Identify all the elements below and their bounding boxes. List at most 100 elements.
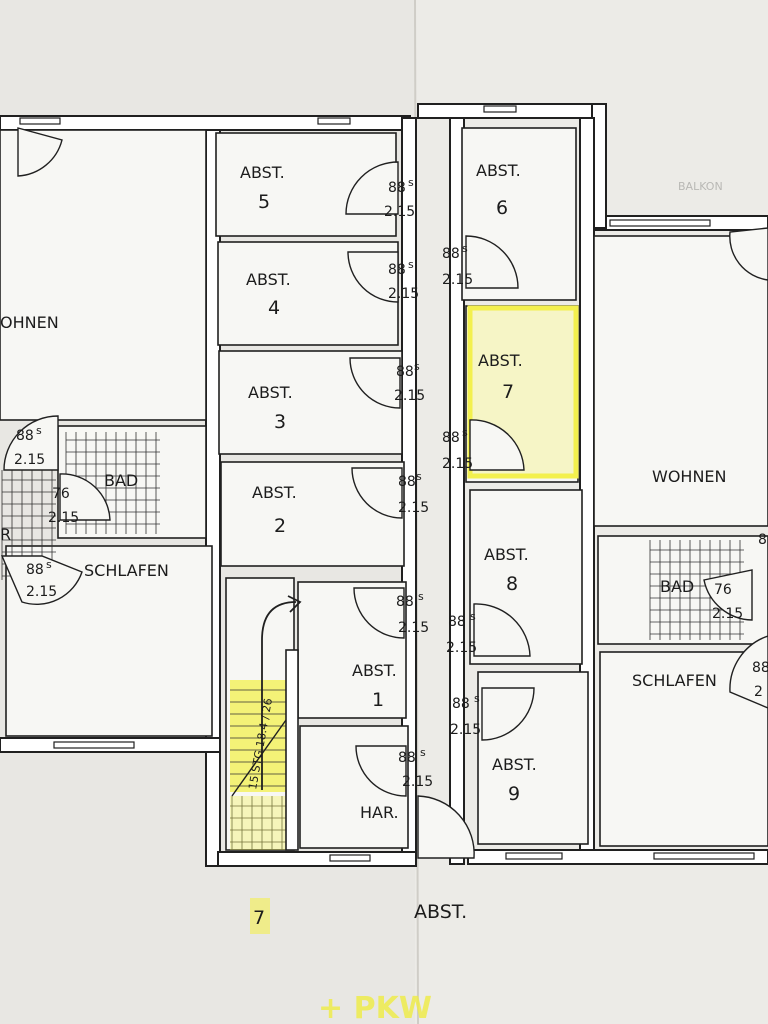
- abst-9-door-width: 2.15: [450, 722, 481, 738]
- abst-5-number: 5: [258, 191, 270, 213]
- door-swing-abst-5: [345, 161, 399, 215]
- window-8: [653, 852, 755, 860]
- stair-arrow-path: [261, 601, 297, 790]
- abst-3-name: ABST.: [248, 383, 293, 402]
- door-swing-right-top: [729, 227, 768, 281]
- caption-number-highlight: [250, 898, 270, 934]
- storage-room-labels: ABST. 5 ABST. 4 ABST. 3 ABST. 2 ABST. 1 …: [240, 161, 537, 805]
- door-swing-left-bath: [59, 473, 111, 521]
- left-bedroom-door-sup: s: [46, 558, 52, 571]
- abst-8-door-height: 88: [448, 614, 466, 630]
- abst-9-name: ABST.: [492, 755, 537, 774]
- apartment-labels: OHNEN WOHNEN BAD BAD SCHLAFEN SCHLAFEN H…: [0, 180, 727, 822]
- left-bath-label: BAD: [104, 471, 138, 490]
- stair-arrowhead: [287, 595, 302, 613]
- right-bedroom-label: SCHLAFEN: [632, 671, 717, 690]
- left-living-door-sup: s: [36, 424, 42, 437]
- abst-1-door-sup: s: [418, 590, 424, 603]
- right-edge-door-height: 8: [758, 532, 767, 548]
- abst-4-door-width: 2.15: [388, 286, 419, 302]
- right-bedroom-door-height: 88: [752, 660, 768, 676]
- staircase: [230, 595, 302, 851]
- abst-8-door-width: 2.15: [446, 640, 477, 656]
- door-swing-abst-1: [353, 587, 405, 639]
- door-swing-abst-6: [465, 235, 519, 289]
- abst-4-door-height: 88: [388, 262, 406, 278]
- left-living-door-height: 88: [16, 428, 34, 444]
- window-5: [53, 741, 135, 749]
- stair-highlight: [230, 680, 286, 792]
- abst-8-name: ABST.: [484, 545, 529, 564]
- storage-door-dimensions: 88 s 2.15 88 s 2.15 88 s 2.15 88 s 2.15 …: [384, 176, 481, 738]
- left-bedroom-label: SCHLAFEN: [84, 561, 169, 580]
- abst-4-number: 4: [268, 297, 280, 319]
- abst-7-door-sup: s: [462, 426, 468, 439]
- left-living-door-width: 2.15: [14, 452, 45, 468]
- abst-9-door-sup: s: [474, 692, 480, 705]
- right-bath-label: BAD: [660, 577, 694, 596]
- abst-1-name: ABST.: [352, 661, 397, 680]
- left-living-label: OHNEN: [0, 313, 59, 332]
- abst-6-door-sup: s: [462, 242, 468, 255]
- handwritten-pkw-note: + PKW: [318, 991, 432, 1024]
- right-bedroom-door-width: 2: [754, 684, 763, 700]
- abst-8-number: 8: [506, 573, 518, 595]
- abst-3-door-sup: s: [414, 360, 420, 373]
- right-living-label: WOHNEN: [652, 467, 727, 486]
- balkon-label: BALKON: [678, 180, 723, 193]
- abst-4-name: ABST.: [246, 270, 291, 289]
- windows: [19, 105, 755, 862]
- abst-5-door-width: 2.15: [384, 204, 415, 220]
- abst-3-number: 3: [274, 411, 286, 433]
- door-swing-abst-7: [469, 419, 525, 471]
- abst-2-door-sup: s: [416, 470, 422, 483]
- hall-label: HAR.: [360, 803, 399, 822]
- abst-7-door-width: 2.15: [442, 456, 473, 472]
- abst-8-door-sup: s: [470, 610, 476, 623]
- stair-center-wall: [285, 649, 299, 851]
- abst-6-door-height: 88: [442, 246, 460, 262]
- abst-3-door-width: 2.15: [394, 388, 425, 404]
- stair-landing-highlight: [230, 796, 288, 850]
- right-bath-door-height: 76: [714, 582, 732, 598]
- right-bath-door-width: 2.15: [712, 606, 743, 622]
- abst-1-door-height: 88: [396, 594, 414, 610]
- left-bedroom-door-width: 2.15: [26, 584, 57, 600]
- wall-core-left: [205, 129, 221, 867]
- abst-1-number: 1: [372, 689, 384, 711]
- abst-1-door-width: 2.15: [398, 620, 429, 636]
- door-swing-left-top: [17, 127, 63, 177]
- door-swings: [0, 127, 768, 859]
- abst-9-number: 9: [508, 783, 520, 805]
- window-6: [329, 854, 371, 862]
- abst-4-door-sup: s: [408, 258, 414, 271]
- abst-7-name: ABST.: [478, 351, 523, 370]
- door-swing-abst-2: [351, 467, 403, 519]
- abst-2-name: ABST.: [252, 483, 297, 502]
- caption-text: ABST.: [414, 901, 467, 923]
- wall-bottom-center: [217, 851, 417, 867]
- abst-6-name: ABST.: [476, 161, 521, 180]
- abst-7-door-height: 88: [442, 430, 460, 446]
- abst-2-door-height: 88: [398, 474, 416, 490]
- door-swing-right-bath: [703, 569, 753, 621]
- window-3: [483, 105, 517, 113]
- abst-2-door-width: 2.15: [398, 500, 429, 516]
- right-living-room: [593, 235, 768, 527]
- caption-number: 7: [253, 907, 265, 929]
- window-4: [609, 219, 711, 227]
- window-7: [505, 852, 563, 860]
- door-swing-abst-9: [481, 687, 535, 741]
- door-swing-left-bedroom: [0, 555, 83, 605]
- wall-right-core-left: [449, 117, 465, 865]
- left-bath-door-width: 2.15: [48, 510, 79, 526]
- hall-door-sup: s: [420, 746, 426, 759]
- left-bath-door-height: 76: [52, 486, 70, 502]
- door-swing-abst-4: [347, 251, 399, 303]
- abst-9-door-height: 88: [452, 696, 470, 712]
- door-swing-abst-3: [349, 357, 401, 409]
- door-swing-har: [355, 745, 407, 797]
- door-swing-abst-8: [473, 603, 531, 657]
- left-edge-letter: R: [0, 525, 11, 544]
